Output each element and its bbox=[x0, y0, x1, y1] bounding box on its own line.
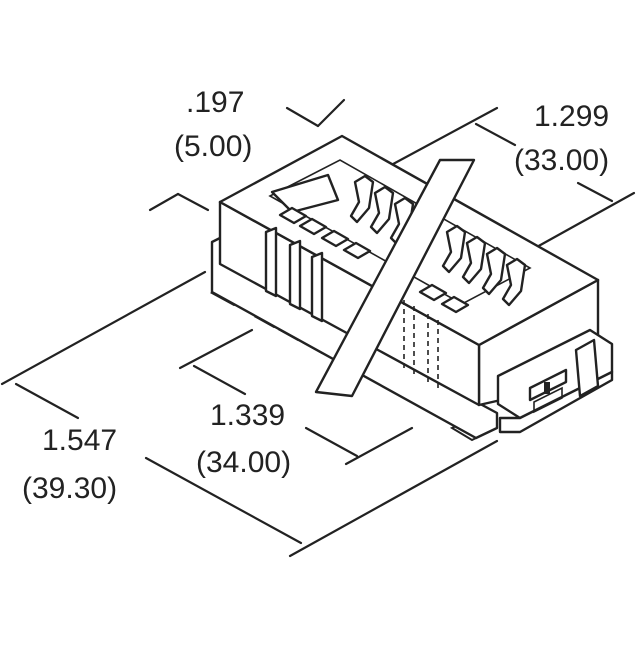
dim-1339-extension-right bbox=[344, 426, 414, 466]
dim-length-inch: 1.547 bbox=[42, 424, 118, 457]
rear-contacts bbox=[349, 174, 527, 307]
connector-body bbox=[209, 134, 614, 442]
dim-1547-arrow-right bbox=[144, 456, 303, 545]
dim-197-extension-lower bbox=[176, 192, 210, 212]
dim-1299-extension-bottom bbox=[533, 191, 636, 250]
dim-pitch-mm: (34.00) bbox=[196, 446, 292, 479]
dim-197-arrow-lower bbox=[148, 192, 180, 212]
dim-depth-mm: (33.00) bbox=[514, 144, 610, 177]
latch-housing bbox=[496, 328, 614, 434]
dim-1339-arrow-left bbox=[192, 364, 247, 396]
dim-top-width-inch: .197 bbox=[186, 86, 245, 119]
dim-1299-arrow-bottom bbox=[576, 181, 614, 203]
dim-197-extension-upper bbox=[285, 106, 320, 128]
polarization-arrow bbox=[270, 173, 340, 214]
dim-length-mm: (39.30) bbox=[22, 472, 118, 505]
dim-1299-extension-top bbox=[380, 106, 499, 172]
dim-1547-extension-left bbox=[0, 270, 207, 386]
dim-1547-extension-right bbox=[288, 439, 499, 558]
dim-1299-arrow-top bbox=[474, 122, 517, 147]
dim-top-width-mm: (5.00) bbox=[174, 130, 253, 163]
dim-1339-extension-left bbox=[178, 328, 254, 370]
front-ribs bbox=[264, 226, 439, 392]
dimension-lines bbox=[0, 98, 636, 558]
dim-1339-arrow-right bbox=[304, 426, 359, 458]
dim-197-arrow-upper bbox=[316, 98, 346, 128]
front-contacts bbox=[278, 206, 470, 314]
dim-depth-inch: 1.299 bbox=[534, 100, 610, 133]
dim-pitch-inch: 1.339 bbox=[210, 399, 286, 432]
dim-1547-arrow-left bbox=[14, 382, 80, 420]
break-line-band bbox=[314, 158, 476, 398]
